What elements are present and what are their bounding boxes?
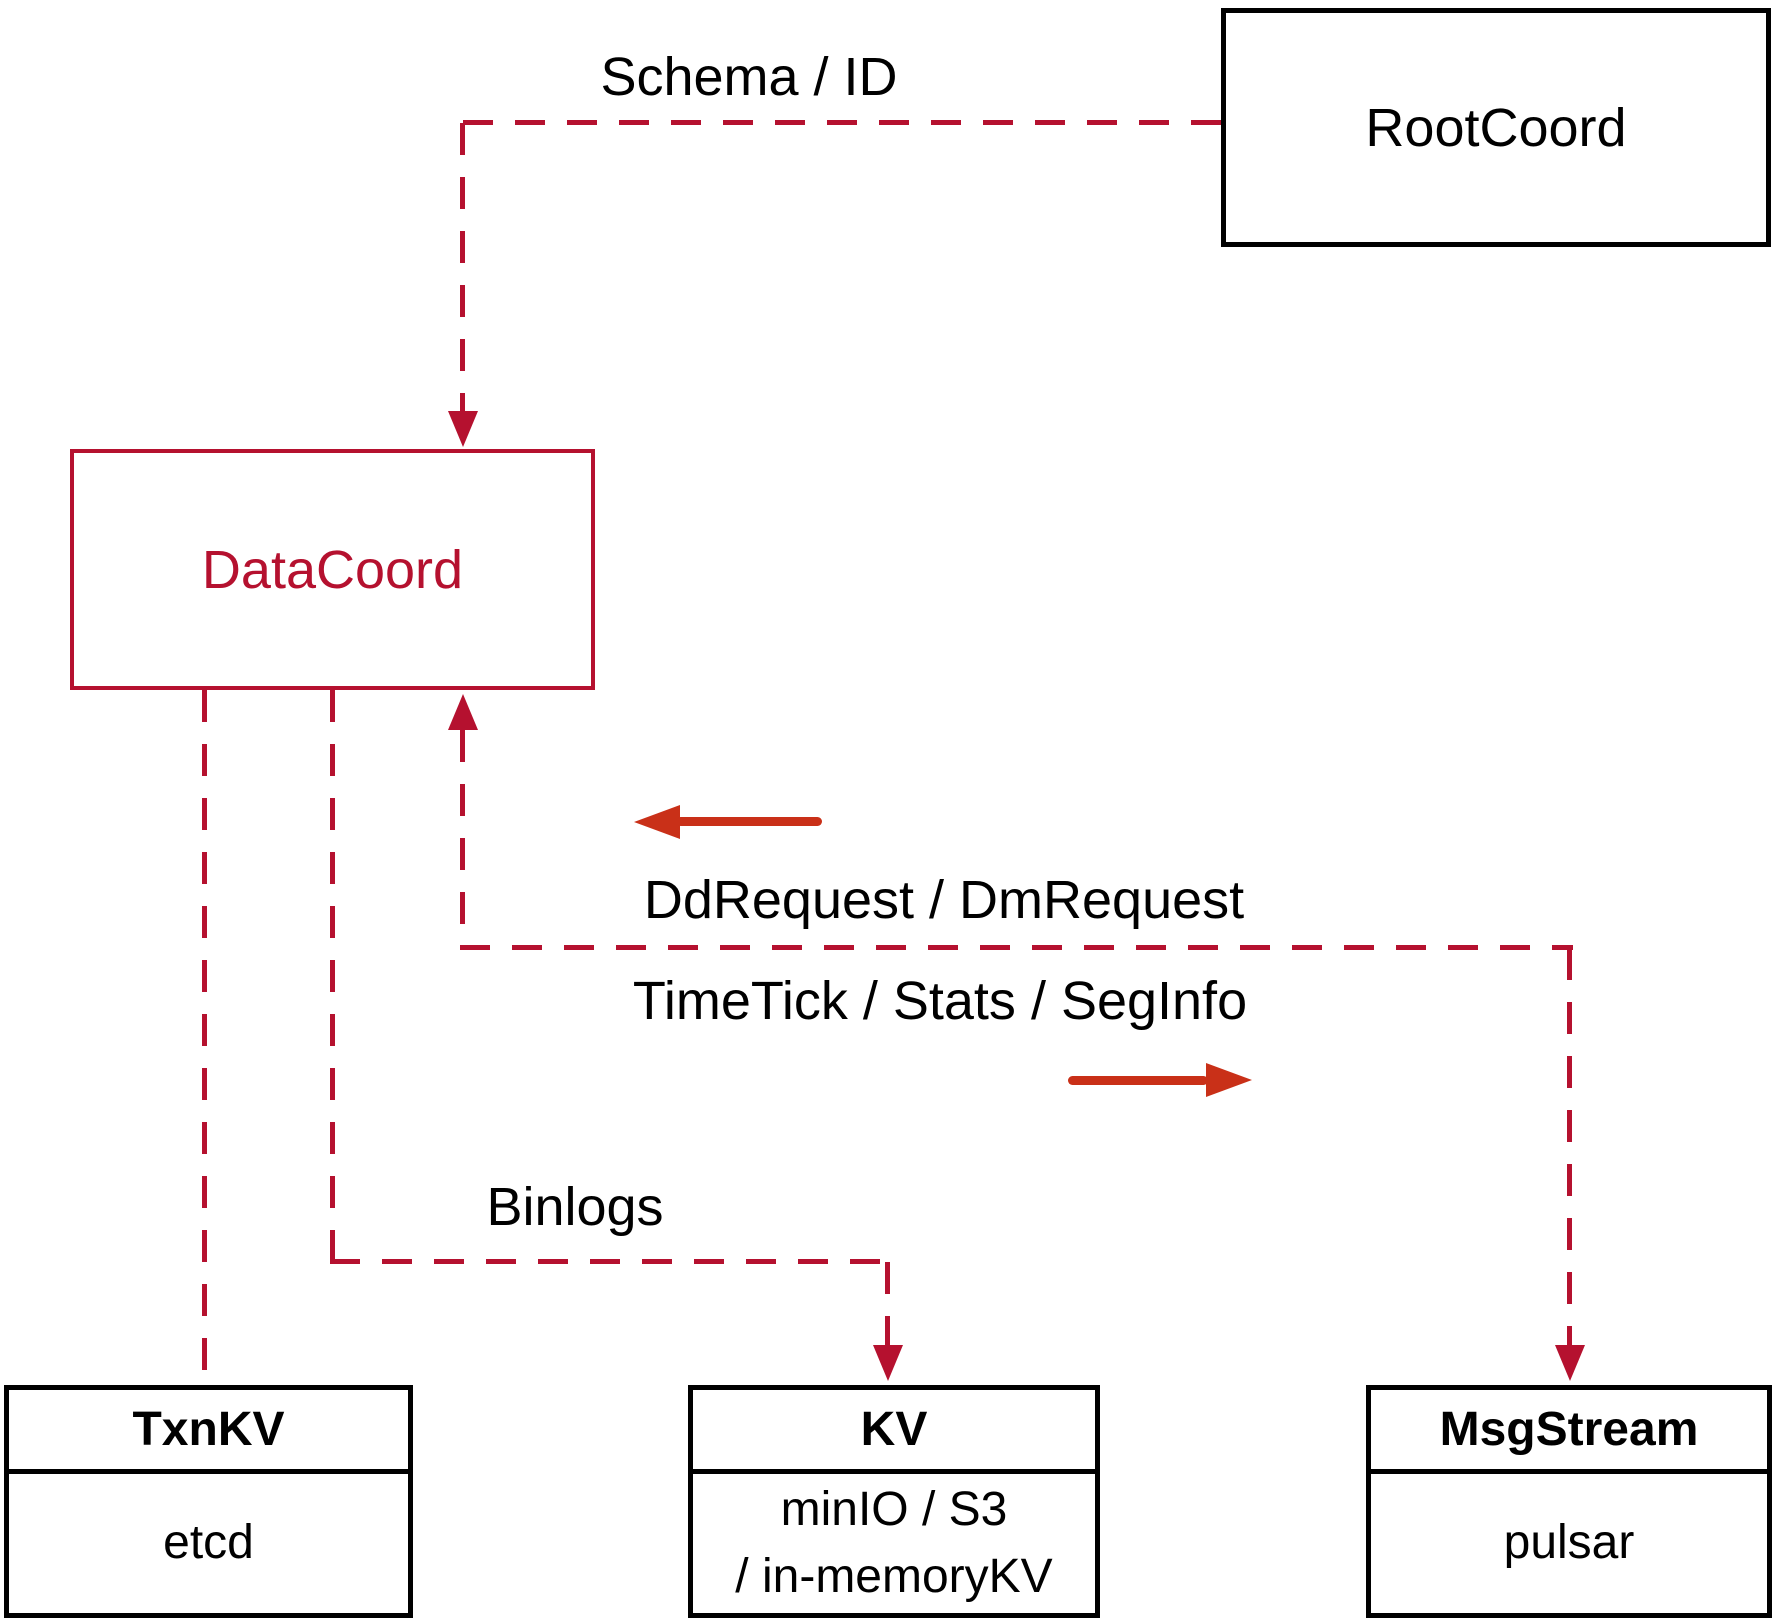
left-direction-arrowhead-icon	[634, 805, 680, 839]
schema-id-connector-horizontal	[463, 120, 1221, 125]
txnkv-node: TxnKV etcd	[4, 1385, 413, 1618]
kv-impl-line2: / in-memoryKV	[735, 1549, 1053, 1603]
msgstream-impl: pulsar	[1503, 1516, 1635, 1570]
left-direction-arrow-shaft	[676, 817, 822, 826]
binlogs-arrowhead-down-icon	[873, 1345, 903, 1381]
txnkv-impl: etcd	[163, 1516, 254, 1570]
kv-node: KV minIO / S3 / in-memoryKV	[688, 1385, 1100, 1618]
kv-impl-line1: minIO / S3	[780, 1483, 1008, 1537]
ddrequest-dmrequest-label: DdRequest / DmRequest	[643, 870, 1245, 930]
ddrequest-connector-vertical-left	[460, 730, 465, 948]
msgstream-arrowhead-down-icon	[1555, 1345, 1585, 1381]
kv-title: KV	[693, 1390, 1095, 1474]
msgstream-node: MsgStream pulsar	[1366, 1385, 1772, 1618]
datacoord-node: DataCoord	[70, 449, 595, 690]
binlogs-connector-vertical-left	[330, 690, 335, 1262]
binlogs-connector-horizontal	[330, 1259, 890, 1264]
rootcoord-node: RootCoord	[1221, 8, 1771, 247]
timetick-stats-seginfo-label: TimeTick / Stats / SegInfo	[632, 971, 1248, 1031]
right-direction-arrow-shaft	[1068, 1076, 1208, 1085]
schema-id-connector-vertical	[460, 123, 465, 411]
msgstream-connector-vertical-right	[1567, 948, 1572, 1345]
txnkv-title: TxnKV	[9, 1390, 408, 1474]
txnkv-connector-vertical	[202, 690, 207, 1385]
msgstream-title: MsgStream	[1371, 1390, 1767, 1474]
binlogs-connector-vertical-right	[885, 1262, 890, 1345]
ddrequest-connector-horizontal	[460, 945, 1573, 950]
ddrequest-arrowhead-up-icon	[448, 694, 478, 730]
binlogs-label: Binlogs	[486, 1177, 664, 1237]
rootcoord-label: RootCoord	[1365, 97, 1627, 158]
right-direction-arrowhead-icon	[1206, 1063, 1252, 1097]
schema-id-label: Schema / ID	[600, 47, 898, 107]
datacoord-label: DataCoord	[201, 539, 464, 600]
schema-id-arrowhead-down-icon	[448, 411, 478, 447]
